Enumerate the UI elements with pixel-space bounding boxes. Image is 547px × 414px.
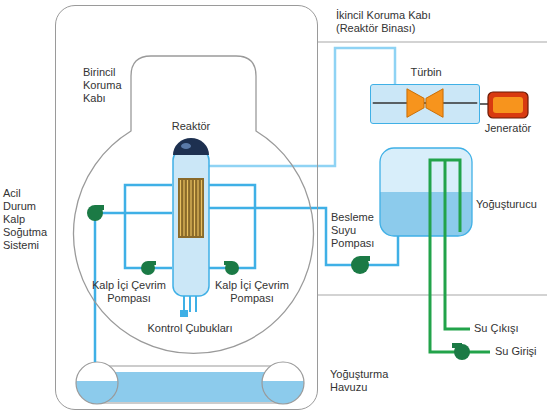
node-label: Jeneratör [476,122,540,135]
recirc-pump [148,261,156,265]
cooling-pump [452,343,462,348]
pump-label: Besleme Suyu Pompası [331,211,379,250]
turbine-shaft [373,102,478,103]
recirc-pump [141,261,155,275]
reactor-vessel: Reaktör [173,138,209,296]
turbine-shaft [480,103,488,105]
eccs-pump [87,205,103,221]
fuel-rod [197,180,198,236]
node-label: Türbin [371,66,481,79]
generator-body-shape [488,92,528,118]
eccs-pump [95,205,104,210]
dome-highlight [181,143,191,149]
node-label: İkincil Koruma Kabı (Reaktör Binası) [336,9,446,35]
section-line [318,41,547,42]
condenser-outline [380,148,472,236]
pump-label: Kalp İçi Çevrim Pompası [211,279,293,305]
primary-containment: Birincil Koruma KabıReaktör [56,56,321,356]
fuel-rod [201,180,202,236]
pool-water [97,372,283,402]
generator-body: Jeneratör [488,92,528,118]
turbine-rotor [407,89,424,118]
control-rod-drive [180,310,188,317]
containment-outline [74,56,314,353]
turbine-casing-shape [371,85,479,123]
eccs-pipe [95,212,172,215]
recirc-pump [224,261,232,265]
node-label: Birincil Koruma Kabı [83,66,135,105]
generator-housing [488,92,528,118]
water-inlet-pipe [430,232,490,352]
fuel-rod [187,180,188,236]
condenser-water [380,192,472,236]
node-label: Reaktör [163,120,219,133]
cooling-tube [430,160,460,232]
torus-section [76,362,118,404]
part-label: Kontrol Çubukları [145,322,235,335]
part-label: Yoğuşturma Havuzu [330,368,410,394]
turbine-casing: Türbin [370,84,480,124]
vessel-body [173,150,209,296]
pump-label: Kalp İçi Çevrim Pompası [88,279,170,305]
node-label: Yoğuşturucu [476,198,547,211]
fuel-rod [190,180,191,236]
fuel-rod [180,180,181,236]
reactor-core [178,178,204,238]
feedwater-line [209,208,398,265]
vessel-dome [173,138,209,155]
cooling-tube [444,160,447,232]
steam-line [209,48,395,166]
generator-window [493,97,523,113]
fuel-rod [183,180,184,236]
section-line [318,294,547,295]
pipe-label: Su Girişi [495,345,545,358]
pool-wall [97,365,283,366]
condenser-shell [380,148,472,236]
recirc-loop [125,185,172,268]
water-outlet-pipe [445,232,470,329]
recirc-loop [208,185,255,268]
recirc-pump [225,261,239,275]
secondary-containment: İkincil Koruma Kabı (Reaktör Binası)Biri… [55,5,318,410]
reactor-vessel-shape [173,138,209,296]
feedwater-pump [351,256,369,274]
torus-section [262,362,304,404]
pool-wall [97,402,283,403]
turbine-rotor [426,89,443,118]
fuel-rod [194,180,195,236]
pipe-label: Su Çıkışı [474,322,540,335]
feedwater-pump [360,256,370,261]
system-label: Acil Durum Kalp Soğutma Sistemi [3,187,55,252]
